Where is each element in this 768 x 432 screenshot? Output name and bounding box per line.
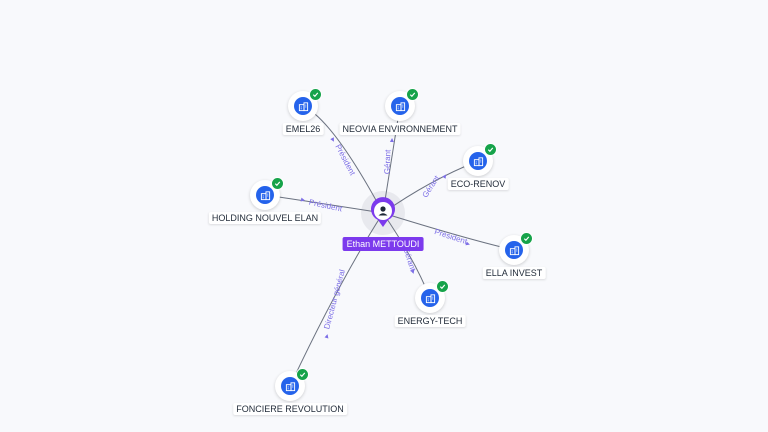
verified-check-icon: [296, 368, 309, 381]
edge-role-label: Président: [333, 143, 357, 178]
company-node-circle: [463, 143, 497, 176]
verified-check-icon: [520, 232, 533, 245]
building-icon: [294, 97, 312, 115]
building-icon: [281, 377, 299, 395]
company-node-circle: [385, 88, 419, 121]
company-name-label: ECO-RENOV: [447, 178, 509, 190]
building-icon: [421, 289, 439, 307]
edge-arrow-icon: [442, 174, 447, 179]
building-icon: [505, 241, 523, 259]
verified-check-icon: [309, 88, 322, 101]
building-icon: [256, 186, 274, 204]
edge-role-label: Directeur général: [322, 268, 347, 330]
company-name-label: ENERGY-TECH: [394, 315, 466, 327]
edge-role-label: Président: [433, 227, 469, 246]
company-node-circle: [275, 368, 309, 401]
edge-arrow-icon: [389, 138, 394, 143]
company-node-circle: [415, 280, 449, 313]
edge-arrow-icon: [324, 334, 329, 339]
company-node-circle: [250, 177, 284, 210]
building-icon: [469, 152, 487, 170]
verified-check-icon: [271, 177, 284, 190]
edge-arrow-icon: [300, 197, 305, 202]
edge-fonciere: [289, 212, 384, 387]
edge-arrow-icon: [330, 137, 334, 142]
company-name-label: NEOVIA ENVIRONNEMENT: [339, 123, 461, 135]
person-name-label: Ethan METTOUDI: [342, 237, 424, 251]
edge-role-label: Gérant: [420, 173, 441, 199]
company-node-circle: [499, 232, 533, 265]
company-name-label: EMEL26: [282, 123, 324, 135]
edge-arrow-icon: [410, 269, 415, 274]
edge-arrow-icon: [465, 241, 470, 246]
verified-check-icon: [406, 88, 419, 101]
edge-role-label: Gérant: [383, 149, 393, 175]
person-icon: [371, 197, 395, 227]
verified-check-icon: [436, 280, 449, 293]
building-icon: [391, 97, 409, 115]
company-node-circle: [288, 88, 322, 121]
company-name-label: HOLDING NOUVEL ELAN: [208, 212, 322, 224]
verified-check-icon: [484, 143, 497, 156]
company-name-label: FONCIERE REVOLUTION: [233, 403, 347, 415]
company-name-label: ELLA INVEST: [482, 267, 546, 279]
